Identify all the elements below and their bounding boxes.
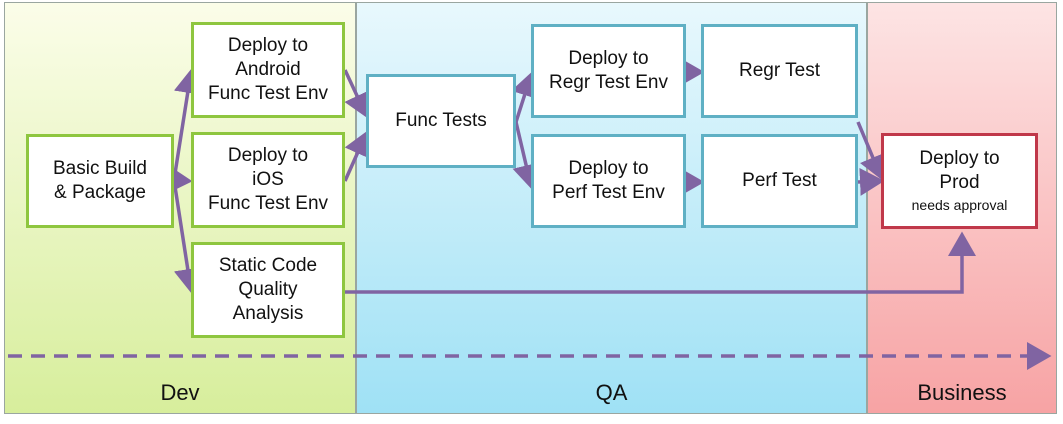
deploy-prod-node: Deploy to Prod needs approval xyxy=(881,133,1038,229)
deploy-prod-approval-note: needs approval xyxy=(911,197,1008,213)
deploy-regr-node: Deploy to Regr Test Env xyxy=(531,24,686,118)
deploy-android-line-3: Func Test Env xyxy=(207,83,329,104)
static-analysis-node: Static Code Quality Analysis xyxy=(191,242,345,338)
arrow-android-to-func xyxy=(343,69,370,119)
basic-build-node: Basic Build & Package xyxy=(26,134,174,228)
business-lane-label: Business xyxy=(917,380,1007,405)
deploy-android-node: Deploy to Android Func Test Env xyxy=(191,22,345,118)
deploy-prod-line-2: Prod xyxy=(939,172,980,193)
deploy-ios-line-3: Func Test Env xyxy=(207,193,329,214)
arrow-build-to-static xyxy=(172,179,202,294)
regr-test-node: Regr Test xyxy=(701,24,858,118)
deploy-perf-node: Deploy to Perf Test Env xyxy=(531,134,686,228)
basic-build-line-2: & Package xyxy=(54,182,146,203)
qa-lane-label: QA xyxy=(595,380,628,405)
dev-lane-label: Dev xyxy=(160,380,200,405)
basic-build-line-1: Basic Build xyxy=(53,158,147,179)
static-analysis-line-2: Quality xyxy=(238,279,298,300)
arrow-ios-to-func xyxy=(343,130,371,182)
deploy-ios-line-1: Deploy to xyxy=(227,145,309,166)
func-tests-label: Func Tests xyxy=(395,110,487,131)
perf-test-node: Perf Test xyxy=(701,134,858,228)
arrow-func-to-perf xyxy=(512,121,540,190)
deploy-ios-node: Deploy to iOS Func Test Env xyxy=(191,132,345,228)
deploy-regr-line-1: Deploy to xyxy=(568,48,649,69)
arrow-perf-to-prod xyxy=(857,167,885,196)
arrow-build-to-ios xyxy=(167,165,193,194)
deploy-regr-line-2: Regr Test Env xyxy=(549,72,668,93)
arrow-static-to-prod xyxy=(345,231,976,294)
deploy-ios-line-2: iOS xyxy=(252,169,284,190)
arrow-func-to-regr xyxy=(511,71,538,123)
deploy-android-line-2: Android xyxy=(235,59,301,80)
deploy-perf-line-1: Deploy to xyxy=(568,158,649,179)
func-tests-node: Func Tests xyxy=(366,74,516,168)
static-analysis-line-1: Static Code xyxy=(218,255,318,276)
arrow-regr-to-prod xyxy=(856,121,886,181)
arrow-build-to-android xyxy=(172,68,202,181)
deploy-prod-line-1: Deploy to xyxy=(919,148,1000,169)
perf-test-label: Perf Test xyxy=(742,170,817,191)
deploy-perf-line-2: Perf Test Env xyxy=(552,182,665,203)
regr-test-label: Regr Test xyxy=(739,60,820,81)
static-analysis-line-3: Analysis xyxy=(232,303,304,324)
deploy-android-line-1: Deploy to xyxy=(227,35,309,56)
